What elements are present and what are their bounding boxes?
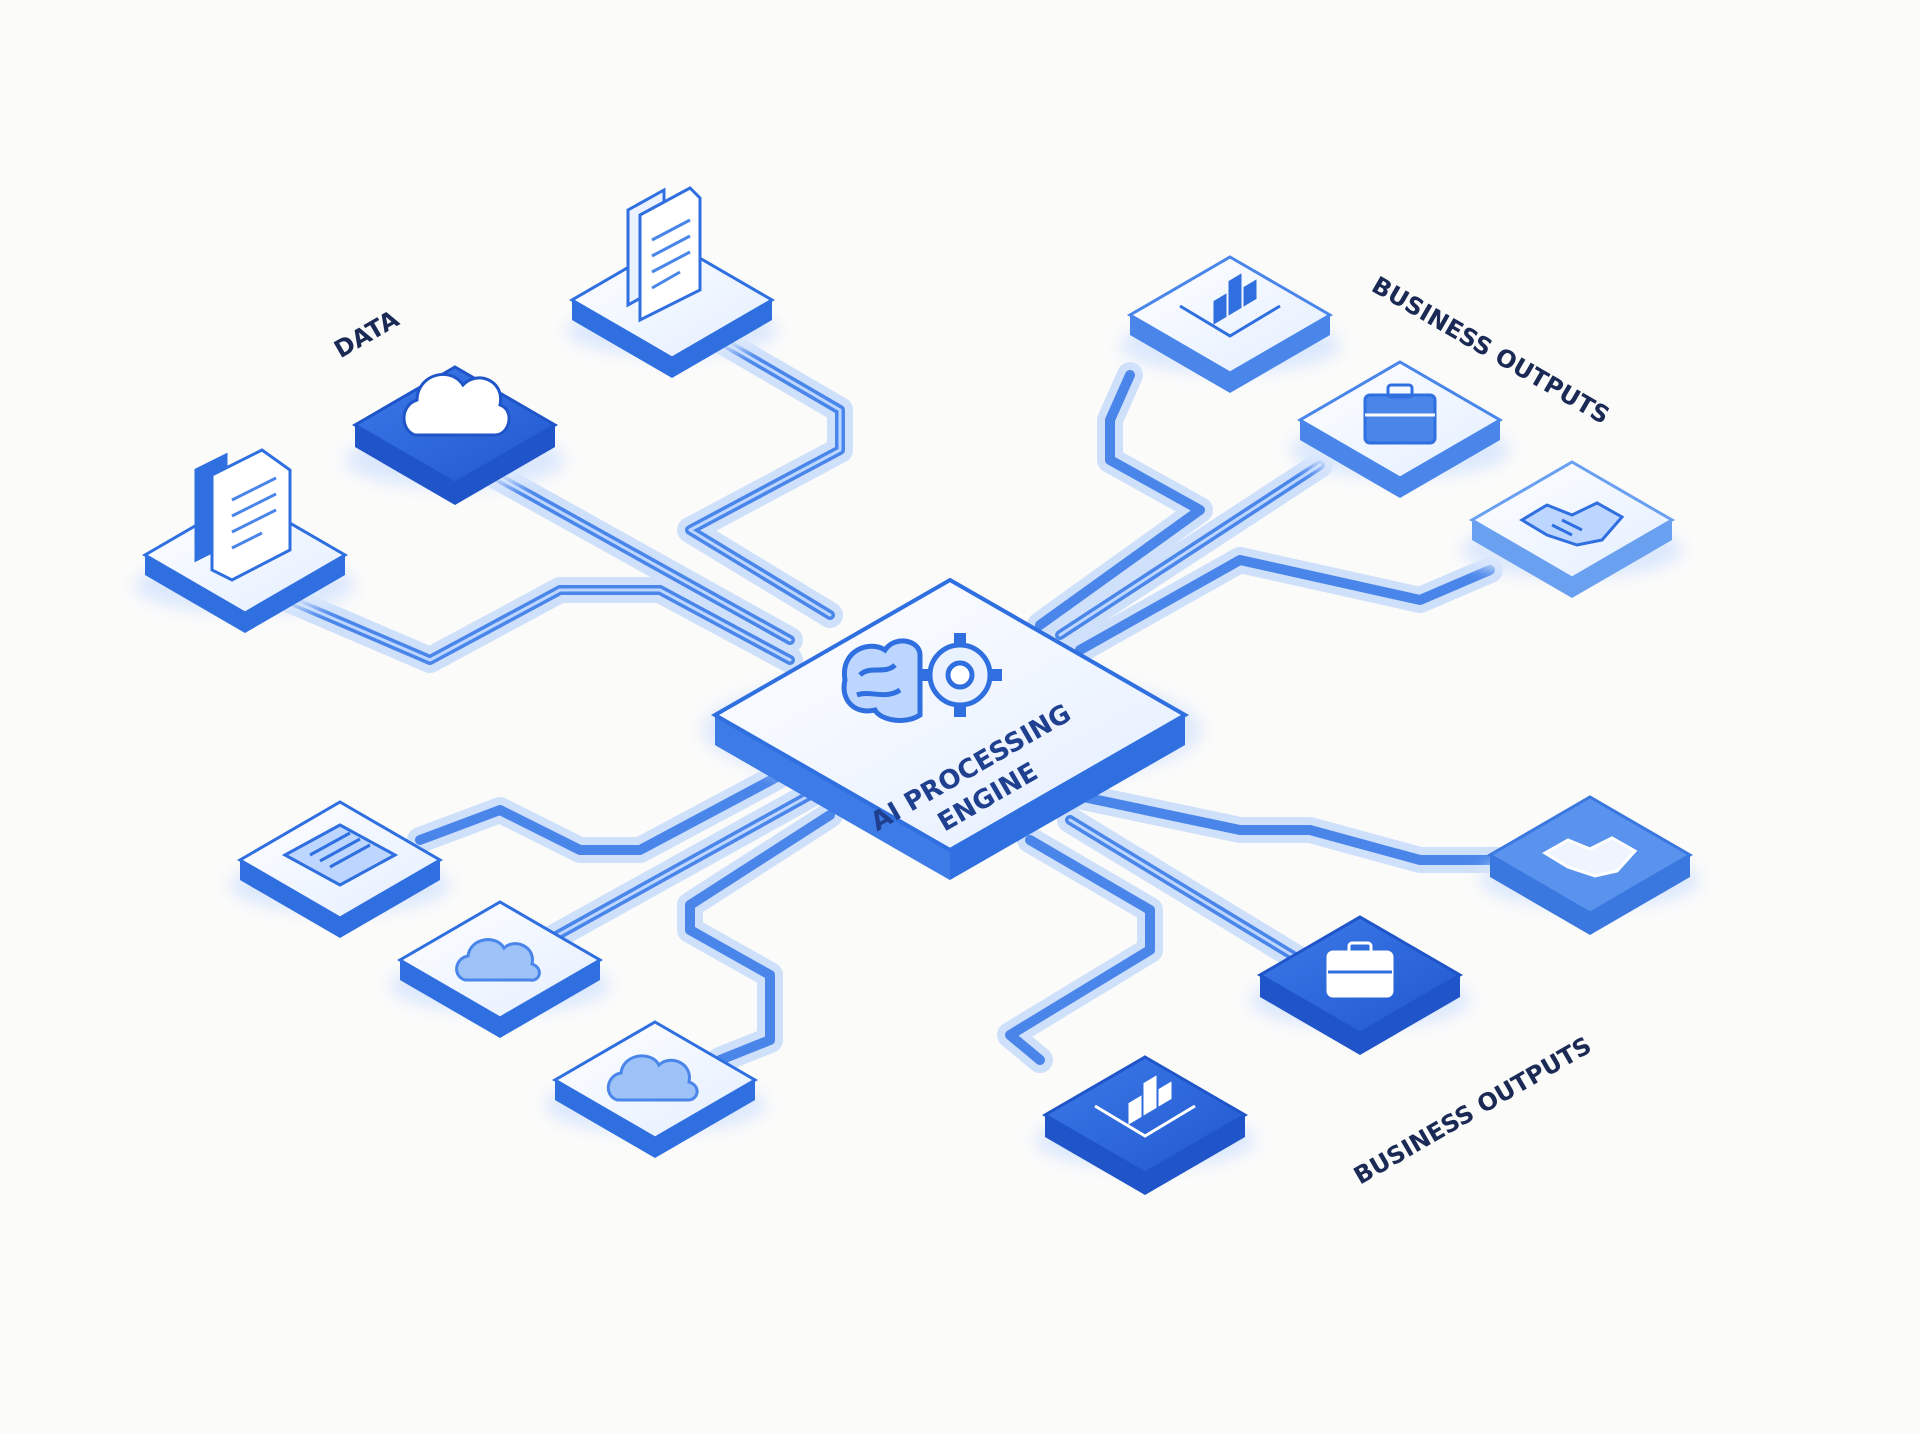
connector-handshake-top	[1075, 555, 1495, 655]
files-icon	[194, 448, 292, 582]
tile-top-document	[567, 186, 777, 378]
connector-chart-top	[1035, 370, 1205, 630]
cloud-icon	[455, 938, 541, 982]
brain-gear-icon	[841, 633, 1002, 723]
briefcase-icon	[1363, 383, 1437, 445]
connector-document-bottom-left	[415, 765, 795, 855]
connector-cloud-bottom-2	[685, 810, 835, 1065]
ai-processing-engine: AI PROCESSING ENGINE	[702, 577, 1202, 880]
document-stack-icon	[626, 186, 702, 323]
tile-chart-bottom	[1035, 1055, 1255, 1195]
connector-chart-bottom	[1005, 835, 1155, 1065]
briefcase-icon	[1326, 941, 1394, 998]
handshake-icon	[1542, 836, 1638, 878]
tile-handshake-top	[1462, 460, 1682, 598]
connectors	[277, 327, 1513, 1073]
connector-handshake-bottom	[1045, 785, 1505, 865]
tile-cloud-bottom-1	[390, 900, 610, 1038]
label-data: DATA	[329, 305, 404, 364]
cloud-icon	[402, 372, 511, 437]
tile-left-files	[135, 448, 355, 633]
bar-chart-icon	[1094, 1075, 1196, 1138]
bar-chart-icon	[1179, 273, 1281, 338]
tile-briefcase-top	[1290, 360, 1510, 498]
tile-document-bottom-left	[230, 800, 450, 938]
tile-briefcase-bottom	[1250, 915, 1470, 1055]
document-icon	[281, 823, 399, 887]
cloud-icon	[606, 1054, 699, 1102]
handshake-icon	[1519, 501, 1625, 547]
tile-chart-top	[1120, 255, 1340, 393]
tile-handshake-bottom	[1480, 795, 1700, 935]
tile-cloud-bottom-2	[545, 1020, 765, 1158]
label-business-outputs-bottom: BUSINESS OUTPUTS	[1349, 1031, 1596, 1190]
tile-cloud-dark	[345, 365, 565, 505]
